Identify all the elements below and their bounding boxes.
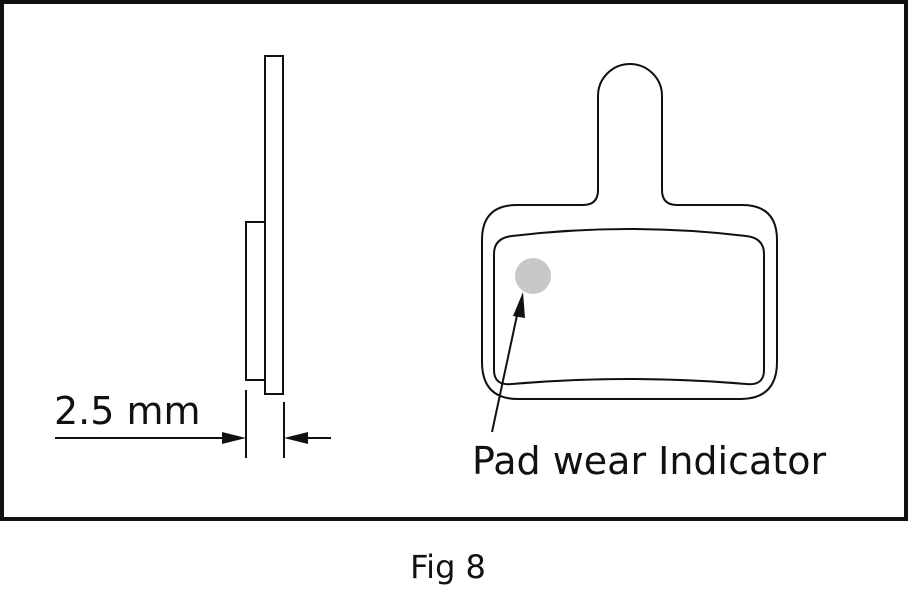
friction-pad-outline xyxy=(493,228,765,386)
indicator-pointer xyxy=(491,292,525,433)
indicator-label: Pad wear Indicator xyxy=(472,439,826,483)
pad-front-view xyxy=(481,63,778,400)
backing-plate-side xyxy=(264,55,284,395)
dimension-label: 2.5 mm xyxy=(54,389,201,433)
figure-frame xyxy=(0,0,908,521)
pointer-line xyxy=(491,305,520,433)
pad-side-view xyxy=(245,55,284,395)
wear-indicator-dot xyxy=(515,258,551,294)
friction-material-side xyxy=(245,221,266,381)
figure-caption: Fig 8 xyxy=(410,548,486,586)
dimension-arrow-left xyxy=(222,432,246,444)
dimension-arrow-right xyxy=(284,432,308,444)
thickness-dimension: 2.5 mm xyxy=(54,389,331,458)
pointer-arrowhead xyxy=(513,292,525,318)
